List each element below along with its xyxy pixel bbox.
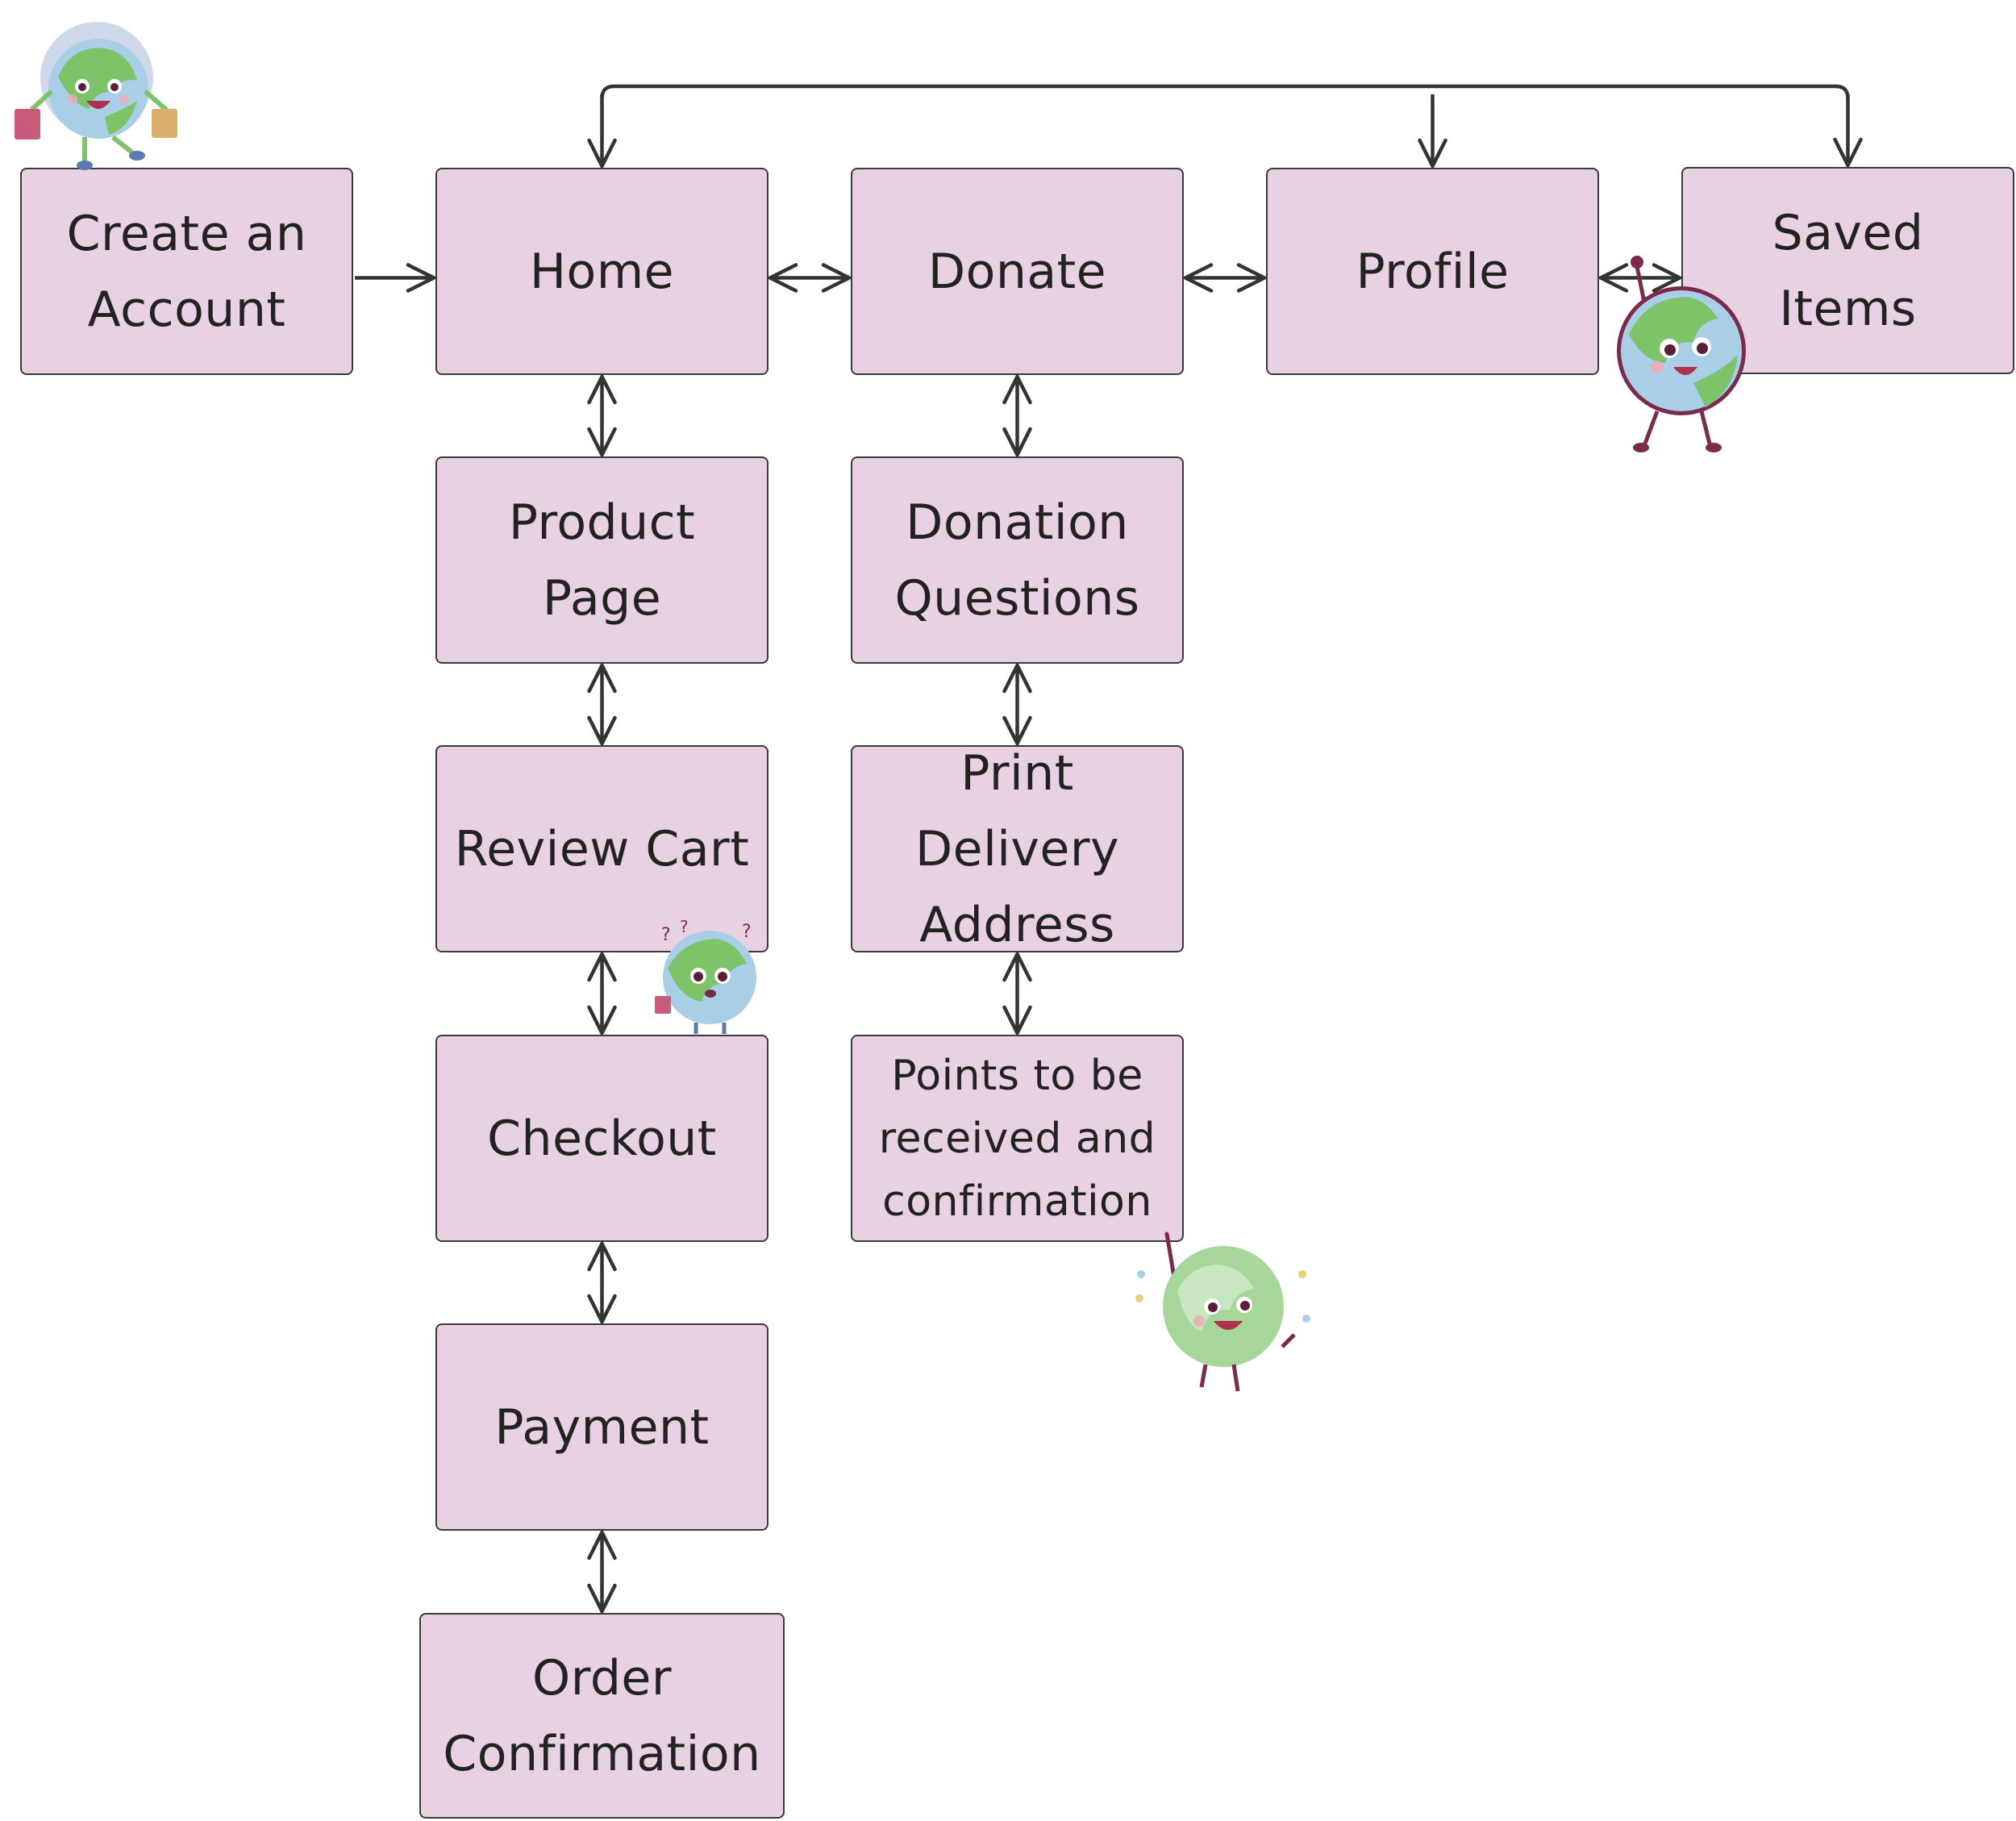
node-label: Profile <box>1356 243 1510 300</box>
node-profile: Profile <box>1266 168 1599 375</box>
node-home: Home <box>435 168 768 375</box>
node-review-cart: Review Cart <box>435 745 768 952</box>
node-label: Saved Items <box>1772 204 1924 337</box>
node-saved-items: Saved Items <box>1681 167 2014 374</box>
node-checkout: Checkout <box>435 1035 768 1242</box>
node-print-delivery-address: Print Delivery Address <box>851 745 1184 953</box>
node-label: Payment <box>494 1398 710 1456</box>
node-donate: Donate <box>851 168 1184 375</box>
node-label: Product Page <box>508 494 696 627</box>
node-label: Checkout <box>487 1110 717 1167</box>
node-label: Order Confirmation <box>443 1649 761 1782</box>
svg-text:?: ? <box>661 925 671 945</box>
node-points-confirmation: Points to be received and confirmation <box>851 1035 1184 1242</box>
node-label: Donation Questions <box>894 494 1140 627</box>
earth-mascot-waving-icon <box>1617 256 1746 452</box>
svg-text:?: ? <box>680 919 689 936</box>
node-donation-questions: Donation Questions <box>851 456 1184 664</box>
node-label: Review Cart <box>454 820 750 877</box>
top-bus-line <box>600 84 1850 99</box>
node-payment: Payment <box>435 1323 768 1531</box>
earth-mascot-confused-icon: ? ? ? <box>655 919 756 1034</box>
node-label: Points to be received and confirmation <box>878 1051 1156 1226</box>
node-order-confirmation: Order Confirmation <box>419 1613 785 1819</box>
node-label: Create an Account <box>66 205 307 338</box>
node-label: Home <box>529 243 675 300</box>
svg-text:?: ? <box>742 922 752 942</box>
earth-mascot-shopping-icon <box>15 22 177 170</box>
node-label: Print Delivery Address <box>914 744 1120 953</box>
node-create-account: Create an Account <box>20 168 353 375</box>
earth-mascot-waving-icon <box>1135 1231 1310 1392</box>
node-product-page: Product Page <box>435 456 768 664</box>
node-label: Donate <box>927 243 1107 300</box>
